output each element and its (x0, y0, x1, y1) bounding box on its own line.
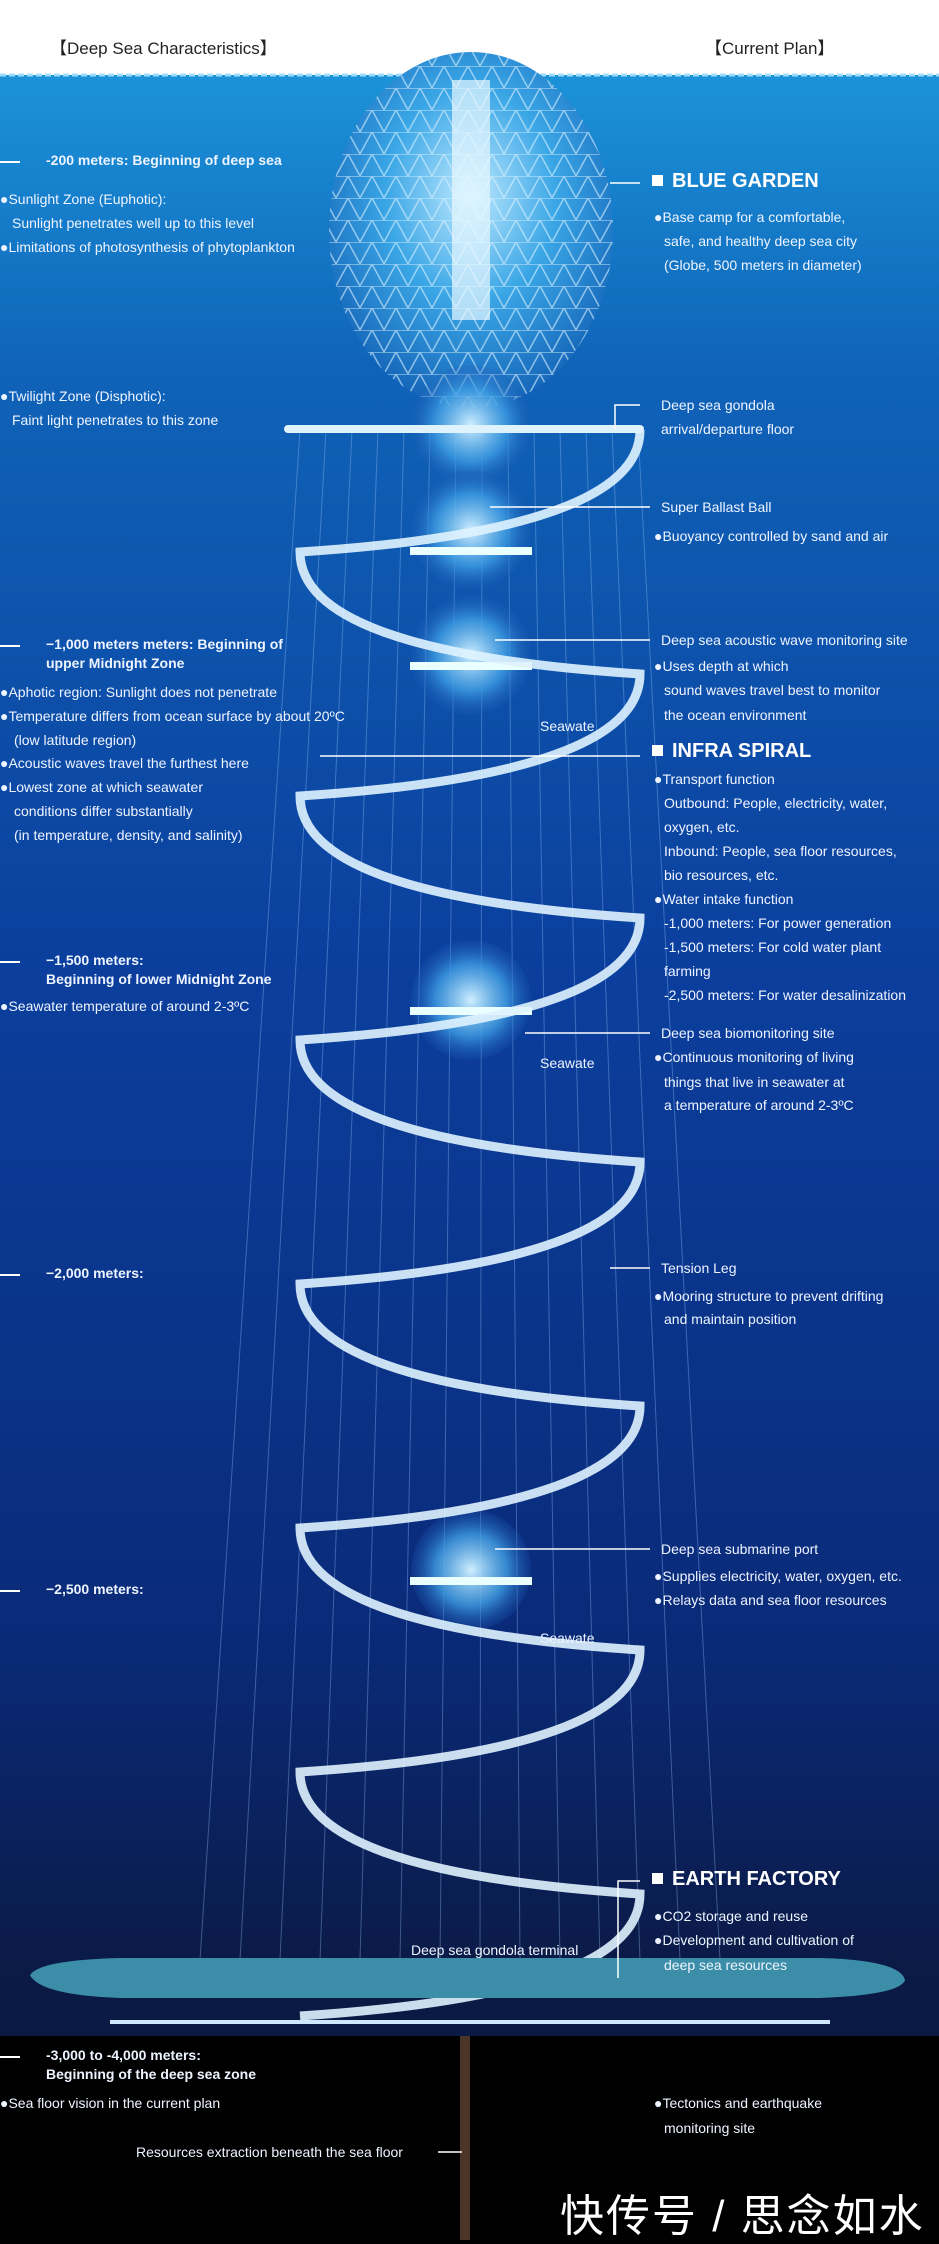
infra-spiral-line: -1,500 meters: For cold water plant (664, 939, 882, 955)
infra-spiral-line: Outbound: People, electricity, water, (664, 795, 888, 811)
tension-cable (279, 429, 353, 1961)
infra-spiral-line: Inbound: People, sea floor resources, (664, 843, 897, 859)
gondola-floor-label: Deep sea gondola (661, 397, 775, 413)
acoustic-site-label: Deep sea acoustic wave monitoring site (661, 632, 908, 648)
biomonitoring-line: things that live in seawater at (664, 1074, 845, 1090)
tension-cable (239, 429, 327, 1961)
infra-spiral-line: bio resources, etc. (664, 867, 779, 883)
midnight-zone-line: ●Acoustic waves travel the furthest here (0, 755, 249, 771)
blue-garden-title: BLUE GARDEN (652, 170, 819, 193)
seawater-label: Seawate (540, 718, 595, 734)
sunlight-zone-line: ●Sunlight Zone (Euphotic): (0, 191, 167, 207)
ballast-ball-label: Super Ballast Ball (661, 499, 772, 515)
depth-1000-label: upper Midnight Zone (46, 655, 185, 671)
midnight-zone-line: ●Aphotic region: Sunlight does not penet… (0, 684, 277, 700)
depth-2500-label: −2,500 meters: (46, 1581, 144, 1597)
tension-leg-line: ●Mooring structure to prevent drifting (654, 1288, 884, 1304)
biomonitoring-line: ●Continuous monitoring of living (654, 1049, 854, 1065)
square-bullet-icon (652, 175, 663, 186)
earth-factory-line: ●Development and cultivation of (654, 1932, 854, 1948)
depth-marker (0, 1274, 20, 1276)
biomonitoring-line: a temperature of around 2-3ºC (664, 1097, 854, 1113)
earth-factory-line: ●CO2 storage and reuse (654, 1908, 808, 1924)
infra-spiral-path (295, 429, 645, 2021)
earth-factory-title: EARTH FACTORY (652, 1868, 841, 1891)
gondola-floor-label: arrival/departure floor (661, 421, 795, 437)
blue-garden-title-text: BLUE GARDEN (672, 170, 819, 192)
submarine-port-line: ●Relays data and sea floor resources (654, 1592, 887, 1608)
header-current-plan: 【Current Plan】 (705, 39, 835, 58)
submarine-port-line: ●Supplies electricity, water, oxygen, et… (654, 1568, 902, 1584)
infra-spiral-line: ●Water intake function (654, 891, 794, 907)
watermark: 快传号 / 思念如水 (560, 2192, 925, 2241)
twilight-zone-line: ●Twilight Zone (Disphotic): (0, 388, 166, 404)
midnight-zone-line: ●Temperature differs from ocean surface … (0, 708, 345, 724)
tectonics-line: monitoring site (664, 2120, 756, 2136)
depth-marker (0, 961, 20, 963)
tension-leg-line: and maintain position (664, 1311, 797, 1327)
infra-spiral-title: INFRA SPIRAL (652, 740, 811, 763)
sunlight-zone-line: ●Limitations of photosynthesis of phytop… (0, 239, 295, 255)
depth-1000-label: −1,000 meters meters: Beginning of (46, 636, 283, 652)
tectonics-line: ●Tectonics and earthquake (654, 2095, 823, 2111)
infra-spiral-line: ●Transport function (654, 771, 775, 787)
seawater-label: Seawate (540, 1630, 595, 1646)
midnight-zone-line: (in temperature, density, and salinity) (14, 827, 243, 843)
depth-200-label: -200 meters: Beginning of deep sea (46, 152, 282, 168)
submarine-port-label: Deep sea submarine port (661, 1541, 819, 1557)
infra-spiral-title-text: INFRA SPIRAL (672, 740, 812, 762)
depth-marker (0, 161, 20, 163)
tension-cable (533, 429, 561, 1961)
infra-spiral-line: -1,000 meters: For power generation (664, 915, 892, 931)
infra-spiral-line: -2,500 meters: For water desalinization (664, 987, 906, 1003)
acoustic-site-line: sound waves travel best to monitor (664, 682, 881, 698)
midnight-zone-line: (low latitude region) (14, 732, 137, 748)
resources-extraction-label: Resources extraction beneath the sea flo… (136, 2144, 403, 2160)
tension-cable (559, 429, 601, 1961)
square-bullet-icon (652, 1873, 663, 1884)
ballast-ball-line: ●Buoyancy controlled by sand and air (654, 528, 889, 544)
blue-garden-line: (Globe, 500 meters in diameter) (664, 257, 862, 273)
square-bullet-icon (652, 745, 663, 756)
depth-3000-label: -3,000 to -4,000 meters: (46, 2047, 201, 2063)
tension-cable (585, 429, 641, 1961)
tension-cable (199, 429, 301, 1961)
blue-garden-line: ●Base camp for a comfortable, (654, 209, 846, 225)
biomonitoring-label: Deep sea biomonitoring site (661, 1025, 835, 1041)
depth-marker (0, 1590, 20, 1592)
header-deep-sea-characteristics: 【Deep Sea Characteristics】 (50, 39, 277, 58)
depth-marker (0, 645, 20, 647)
depth-1500-label: −1,500 meters: (46, 952, 144, 968)
lower-midnight-line: ●Seawater temperature of around 2-3ºC (0, 998, 250, 1014)
tension-cable (637, 429, 721, 1961)
earth-factory-line: deep sea resources (664, 1957, 787, 1973)
depth-1500-label: Beginning of lower Midnight Zone (46, 971, 272, 987)
tension-cable (319, 429, 379, 1961)
tension-leg-label: Tension Leg (661, 1260, 737, 1276)
acoustic-site-line: ●Uses depth at which (654, 658, 789, 674)
seawater-label: Seawate (540, 1055, 595, 1071)
twilight-zone-line: Faint light penetrates to this zone (12, 412, 219, 428)
infra-spiral-line: farming (664, 963, 711, 979)
blue-garden-line: safe, and healthy deep sea city (664, 233, 858, 249)
tension-cable (359, 429, 405, 1961)
depth-3000-label: Beginning of the deep sea zone (46, 2066, 257, 2082)
sea-floor-vision: ●Sea floor vision in the current plan (0, 2095, 221, 2111)
midnight-zone-line: ●Lowest zone at which seawater (0, 779, 204, 795)
depth-marker (0, 2056, 20, 2058)
sunlight-zone-line: Sunlight penetrates well up to this leve… (12, 215, 255, 231)
depth-2000-label: −2,000 meters: (46, 1265, 144, 1281)
midnight-zone-line: conditions differ substantially (14, 803, 193, 819)
acoustic-site-line: the ocean environment (664, 707, 807, 723)
gondola-terminal-label: Deep sea gondola terminal (411, 1942, 579, 1958)
infra-spiral-line: oxygen, etc. (664, 819, 740, 835)
tension-cable (611, 429, 681, 1961)
earth-factory-title-text: EARTH FACTORY (672, 1868, 841, 1890)
